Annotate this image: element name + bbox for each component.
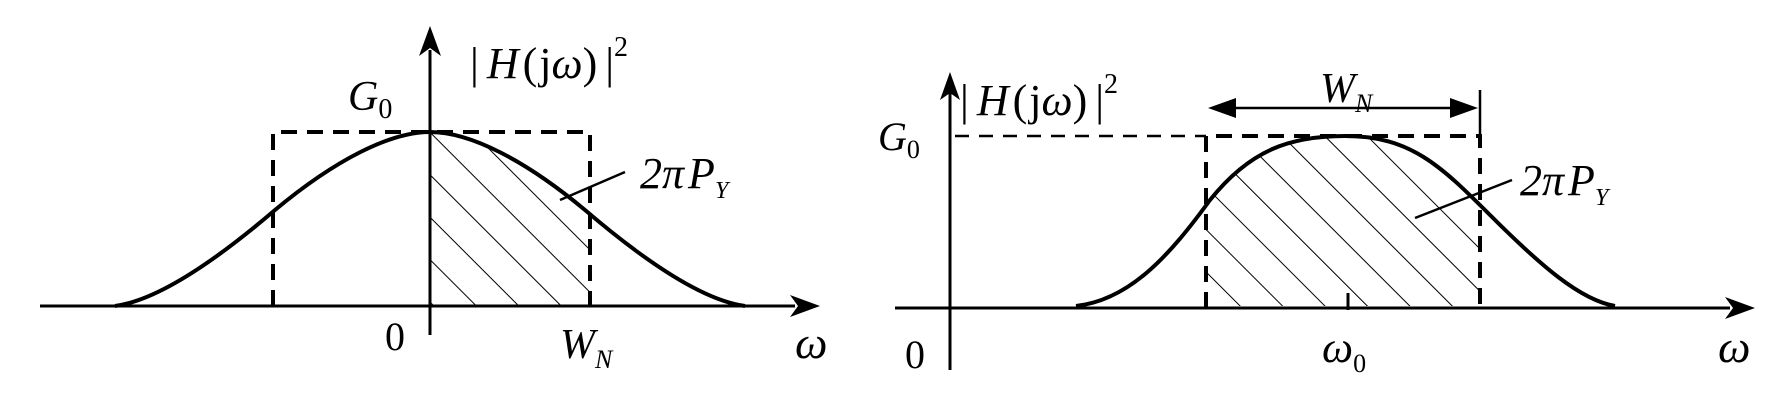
power-label: 2πPY [640, 149, 731, 204]
power-pointer [1414, 178, 1513, 220]
equivalent-bandwidth-rect [271, 130, 592, 306]
y-axis-arrow [419, 26, 441, 56]
power-label: 2πPY [1520, 156, 1611, 211]
wn-label: WN [1320, 66, 1374, 118]
g0-label: G0 [348, 74, 392, 125]
response-curve [114, 129, 746, 308]
origin-label: 0 [905, 332, 925, 377]
x-axis-arrow [1725, 297, 1755, 319]
g0-label: G0 [878, 114, 920, 164]
wn-arrow-left [1208, 98, 1236, 118]
equivalent-bandwidth-rect [1204, 134, 1482, 308]
x-axis-label: ω [1718, 321, 1750, 372]
x-axis-arrow [790, 295, 820, 317]
response-curve [1075, 133, 1616, 308]
y-axis-label: |H(jω)|2 [960, 69, 1118, 125]
wn-arrow-right [1450, 98, 1478, 118]
origin-label: 0 [385, 314, 405, 359]
bandpass-diagram: |H(jω)|2 G0 0 WN ω0 2πPY ω [878, 66, 1755, 378]
x-axis-label: ω [795, 317, 827, 368]
lowpass-diagram: |H(jω)|2 G0 0 WN 2πPY ω [40, 26, 827, 374]
wn-label: WN [560, 322, 614, 374]
y-axis-label: |H(jω)|2 [470, 32, 628, 88]
omega0-label: ω0 [1322, 323, 1366, 378]
hatched-area [1206, 136, 1480, 306]
y-axis-arrow [940, 72, 960, 100]
power-pointer [559, 170, 626, 202]
